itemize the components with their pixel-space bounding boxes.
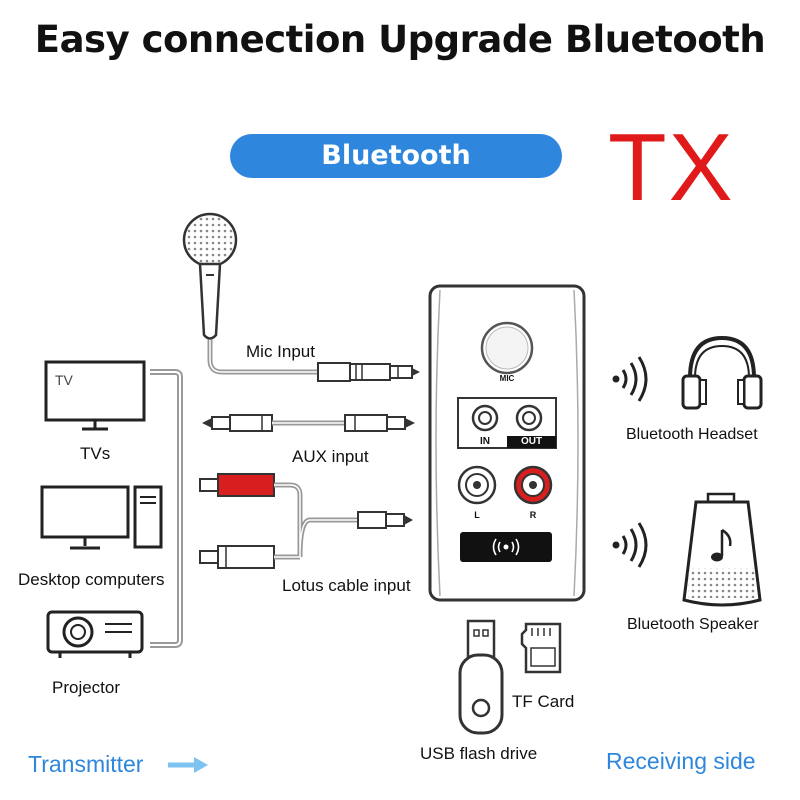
wireless-signal-icon — [612, 522, 648, 568]
headphones-icon — [681, 335, 763, 410]
tf-card-label: TF Card — [512, 692, 575, 711]
device-mic-label: MIC — [499, 374, 515, 383]
tx-mode-label: TX — [608, 114, 735, 221]
bluetooth-transmitter-device — [428, 284, 586, 602]
device-in-label: IN — [480, 436, 490, 447]
bluetooth-speaker-label: Bluetooth Speaker — [627, 616, 759, 633]
pairing-button-icon — [492, 538, 520, 556]
lotus-input-label: Lotus cable input — [282, 576, 411, 595]
source-label-tvs: TVs — [80, 444, 111, 463]
bluetooth-headset-label: Bluetooth Headset — [626, 426, 758, 443]
transmitter-label: Transmitter — [28, 751, 144, 777]
usb-flash-drive-icon — [458, 619, 504, 735]
mic-input-label: Mic Input — [246, 342, 315, 361]
source-label-desktop: Desktop computers — [18, 570, 165, 589]
arrow-right-icon — [168, 757, 208, 773]
microphone-icon — [182, 212, 318, 375]
device-right-channel-label: R — [529, 510, 537, 520]
bluetooth-speaker-icon — [682, 492, 762, 607]
device-left-channel-label: L — [474, 510, 480, 520]
lotus-rca-cable — [199, 473, 413, 569]
page-title: Easy connection Upgrade Bluetooth — [34, 18, 766, 61]
source-cable-bracket — [150, 369, 183, 648]
usb-flash-drive-label: USB flash drive — [420, 744, 538, 763]
source-label-projector: Projector — [52, 678, 121, 697]
projector-icon — [46, 610, 144, 658]
receiving-side-label: Receiving side — [606, 748, 756, 774]
aux-input-label: AUX input — [292, 447, 369, 466]
desktop-computer-icon — [40, 485, 163, 550]
bluetooth-transmission-badge: Bluetooth Transmission — [230, 134, 562, 215]
aux-cable — [202, 414, 415, 432]
device-out-label: OUT — [520, 436, 543, 447]
tf-card-icon — [520, 622, 562, 674]
wireless-signal-icon — [612, 356, 648, 402]
mic-jack-plug — [317, 362, 420, 382]
tv-screen-text: TV — [55, 372, 73, 388]
tv-icon — [44, 360, 146, 431]
